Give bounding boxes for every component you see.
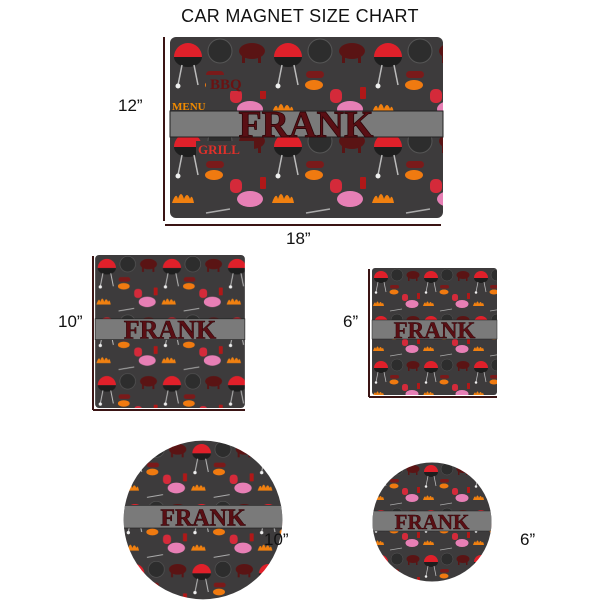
personalized-name: FRANK xyxy=(160,505,246,531)
personalized-name: FRANK xyxy=(394,318,476,343)
magnet-rectangle-18x12: BBQ MENU GRILL FRANK xyxy=(169,37,444,218)
magnet-circle-10: FRANK xyxy=(123,440,283,600)
pattern-word-bbq: BBQ xyxy=(210,77,242,93)
size-label: 10” xyxy=(58,312,83,331)
height-label: 12” xyxy=(118,96,143,115)
personalized-name: FRANK xyxy=(395,510,470,534)
size-label: 10” xyxy=(264,530,289,549)
height-dimension-line xyxy=(163,37,165,221)
pattern-word-menu: MENU xyxy=(172,101,206,113)
size-label: 6” xyxy=(520,530,536,549)
pattern-word-grill: GRILL xyxy=(198,142,240,157)
magnet-circle-6: FRANK xyxy=(372,462,492,582)
width-label: 18” xyxy=(286,229,311,248)
personalized-name: FRANK xyxy=(124,315,217,344)
magnet-square-6: FRANK xyxy=(371,268,498,395)
dimension-line xyxy=(368,269,370,397)
personalized-name: FRANK xyxy=(238,104,374,146)
page-title: CAR MAGNET SIZE CHART xyxy=(181,6,419,26)
magnet-square-10: FRANK xyxy=(94,255,246,408)
size-label: 6” xyxy=(343,312,359,331)
width-dimension-line xyxy=(165,224,441,226)
dimension-line xyxy=(369,396,497,398)
dimension-line xyxy=(93,409,245,411)
dimension-line xyxy=(92,256,94,410)
